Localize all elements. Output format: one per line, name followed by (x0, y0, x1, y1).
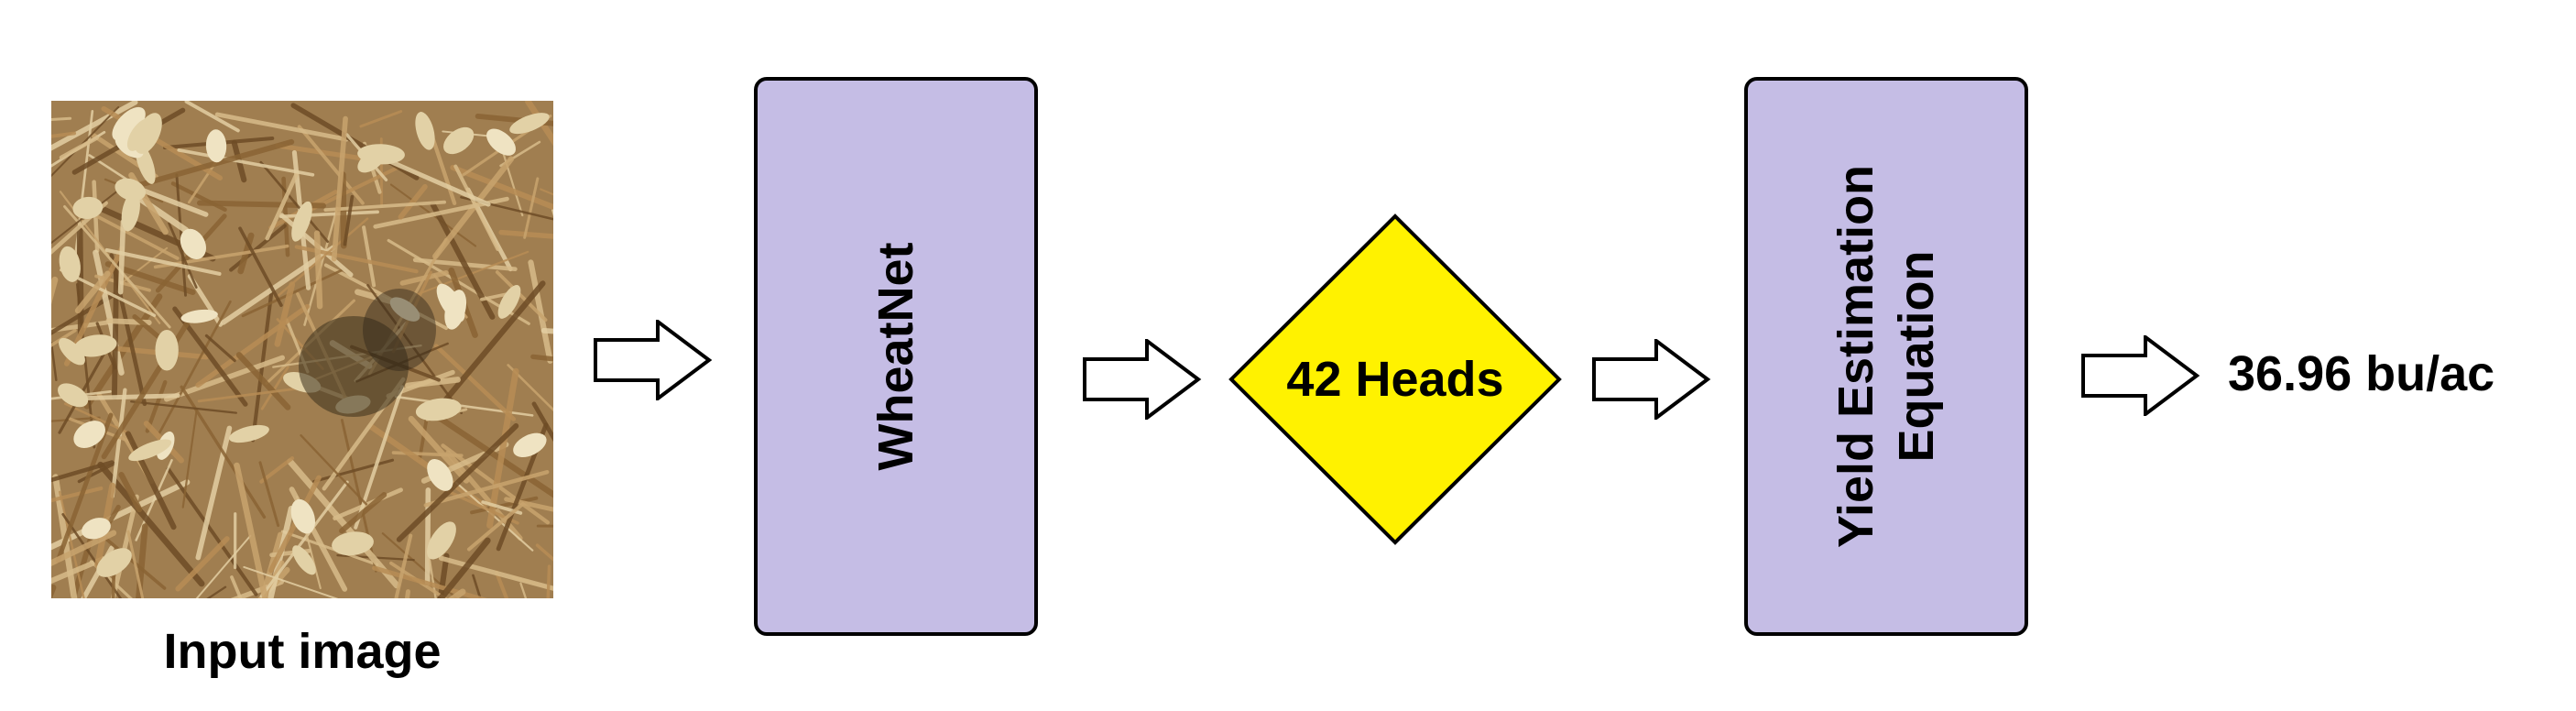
yield-equation-label: Yield Estimation Equation (1826, 165, 1947, 548)
input-image-caption: Input image (163, 624, 442, 679)
yield-equation-line2: Equation (1889, 250, 1944, 463)
head-count-diamond (1228, 213, 1562, 545)
wheat-field-photo (51, 101, 553, 598)
arrow-right-icon (594, 320, 713, 400)
arrow-right-icon (1083, 339, 1202, 420)
wheatnet-label: WheatNet (868, 242, 923, 471)
input-image (51, 101, 553, 598)
head-count-label: 42 Heads (1286, 352, 1504, 407)
yield-equation-line1: Yield Estimation (1828, 164, 1883, 549)
yield-output-value: 36.96 bu/ac (2228, 346, 2495, 401)
arrow-right-icon (2081, 335, 2200, 416)
arrow-right-icon (1592, 339, 1711, 420)
yield-equation-box: Yield Estimation Equation (1744, 77, 2028, 636)
wheatnet-model-box: WheatNet (754, 77, 1038, 636)
